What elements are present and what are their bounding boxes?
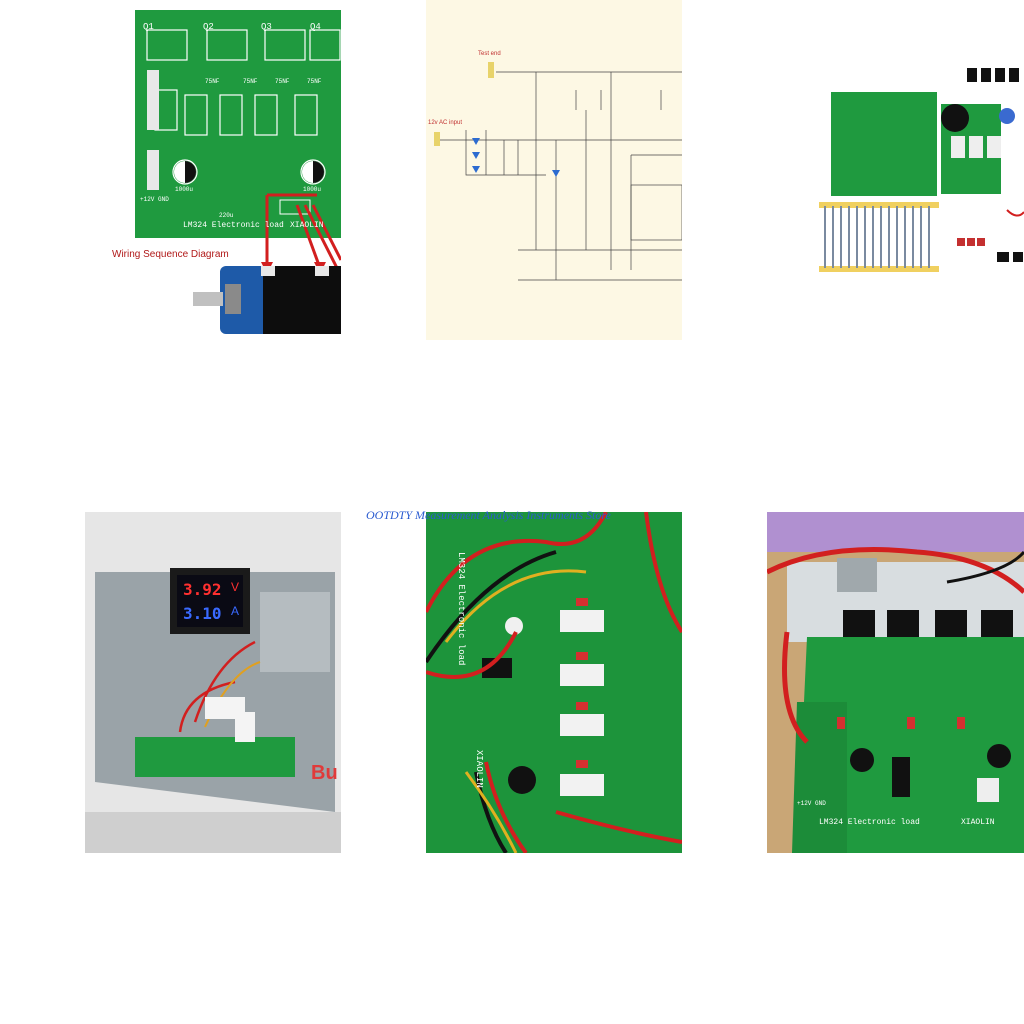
label-q2: Q2: [203, 22, 214, 32]
schematic-illustration: [434, 62, 682, 281]
product-image-schematic[interactable]: Test end 12v AC input: [426, 0, 682, 340]
silkscreen-power: +12V GND: [797, 800, 826, 807]
label-75nf-1: 75NF: [205, 78, 220, 85]
silkscreen-title: LM324 Electronic load: [819, 818, 920, 827]
pcb-closeup-illustration: [426, 512, 682, 853]
label-75nf-2: 75NF: [243, 78, 258, 85]
wiring-caption: Wiring Sequence Diagram: [112, 249, 229, 260]
label-cap-220u: 220u: [219, 212, 234, 219]
silkscreen-brand: XIAOLIN: [961, 818, 995, 827]
product-image-enclosure[interactable]: 3.92 V 3.10 A Bu: [85, 512, 341, 853]
kit-parts-illustration: [819, 68, 1024, 272]
silkscreen-title: LM324 Electronic load: [183, 221, 284, 230]
label-q4: Q4: [310, 22, 321, 32]
label-cap-1000u-a: 1000u: [175, 186, 194, 193]
label-75nf-3: 75NF: [275, 78, 290, 85]
silkscreen-brand: XIAOLIN: [290, 221, 324, 230]
label-q3: Q3: [261, 22, 272, 32]
label-75nf-4: 75NF: [307, 78, 322, 85]
meter-voltage-unit: V: [231, 580, 240, 594]
store-watermark: OOTDTY Measurement Analysis Instruments …: [366, 508, 611, 522]
label-cap-1000u-b: 1000u: [303, 186, 322, 193]
label-power: +12V GND: [140, 196, 169, 203]
meter-voltage: 3.92: [183, 580, 222, 599]
product-image-kit-parts[interactable]: [767, 0, 1024, 340]
label-q1: Q1: [143, 22, 154, 32]
label-test-end: Test end: [478, 51, 501, 57]
overlay-text: Bu: [311, 762, 338, 784]
product-image-pcb-wiring[interactable]: Q1 Q2 Q3 Q4 75NF 75NF 75NF 75NF +12V GND…: [85, 0, 341, 340]
silkscreen-brand: XIAOLIN: [474, 750, 484, 788]
pcb-assembled-illustration: [767, 512, 1024, 853]
silkscreen-title: LM324 Electronic load: [456, 552, 466, 666]
meter-current-unit: A: [231, 604, 240, 618]
product-image-pcb-assembled[interactable]: LM324 Electronic load XIAOLIN +12V GND: [767, 512, 1024, 853]
product-image-pcb-closeup[interactable]: LM324 Electronic load XIAOLIN: [426, 512, 682, 853]
label-ac-input: 12v AC input: [428, 120, 463, 126]
meter-current: 3.10: [183, 604, 222, 623]
enclosure-illustration: [85, 512, 341, 853]
pcb-wiring-illustration: [135, 10, 341, 334]
